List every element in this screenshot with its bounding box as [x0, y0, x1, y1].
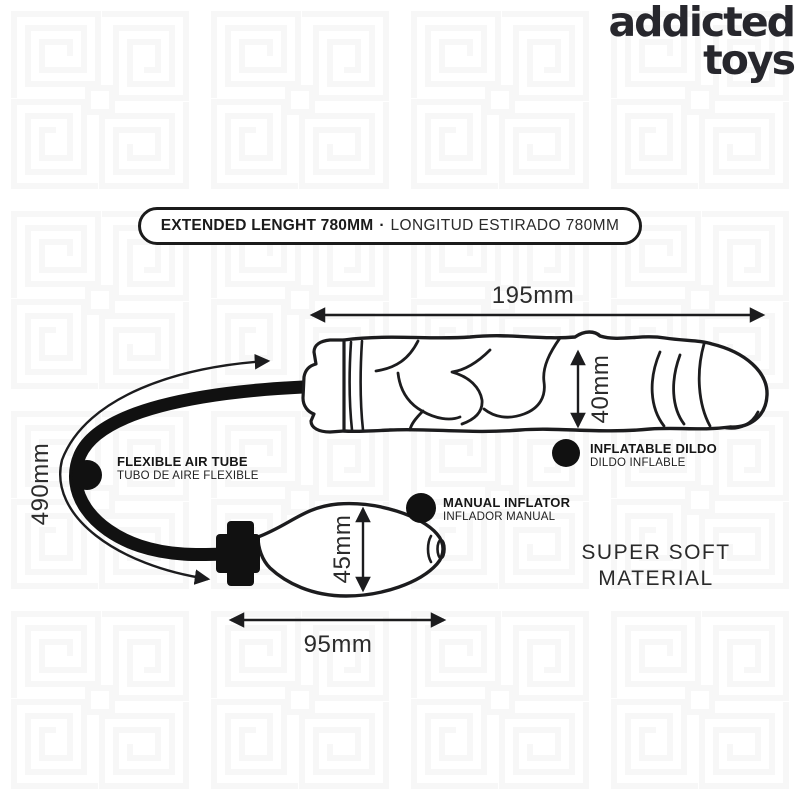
dimension-arrows	[228, 307, 766, 628]
callout-flexible-air-tube: FLEXIBLE AIR TUBE TUBO DE AIRE FLEXIBLE	[117, 454, 259, 482]
callout-flexible-air-tube-es: TUBO DE AIRE FLEXIBLE	[117, 470, 259, 482]
material-note-line2: MATERIAL	[598, 567, 714, 590]
callout-inflatable-dildo: INFLATABLE DILDO DILDO INFLABLE	[590, 441, 717, 469]
dimension-arc-490mm	[59, 353, 271, 585]
material-note-line1: SUPER SOFT	[581, 541, 731, 564]
callout-inflatable-dildo-es: DILDO INFLABLE	[590, 457, 686, 469]
dildo-illustration	[301, 330, 769, 434]
extended-length-banner: EXTENDED LENGHT 780MM · LONGITUD ESTIRAD…	[138, 207, 642, 245]
measurement-pump-diameter: 45mm	[329, 514, 356, 584]
banner-separator: ·	[379, 217, 385, 234]
inflatable-dildo-dot-icon	[552, 439, 580, 467]
tube-connector	[216, 521, 260, 586]
air-tube-illustration	[69, 380, 310, 562]
measurement-pump-length: 95mm	[303, 631, 373, 658]
brand-logo: addicted toys	[608, 0, 796, 84]
banner-bold-text: EXTENDED LENGHT 780MM	[160, 217, 374, 234]
brand-logo-line2: toys	[703, 35, 796, 84]
valve-line	[426, 534, 433, 564]
callout-inflatable-dildo-en: INFLATABLE DILDO	[590, 441, 717, 456]
measurement-dildo-diameter: 40mm	[587, 354, 614, 424]
pump-illustration	[216, 493, 446, 598]
measurement-dildo-length: 195mm	[491, 282, 575, 309]
measurement-air-tube-length: 490mm	[27, 442, 54, 526]
manual-inflator-dot-icon	[406, 493, 436, 523]
callout-manual-inflator-es: INFLADOR MANUAL	[443, 511, 556, 523]
callout-manual-inflator-en: MANUAL INFLATOR	[443, 495, 571, 510]
vein-lines	[374, 336, 760, 432]
air-tube-dot-icon	[72, 460, 102, 490]
valve-slit-icon	[436, 538, 446, 560]
callout-flexible-air-tube-en: FLEXIBLE AIR TUBE	[117, 454, 248, 469]
material-note: SUPER SOFT MATERIAL	[581, 540, 730, 592]
callout-manual-inflator: MANUAL INFLATOR INFLADOR MANUAL	[443, 495, 570, 523]
banner-light-text: LONGITUD ESTIRADO 780MM	[390, 217, 620, 234]
brand-logo-line1: addicted	[608, 0, 796, 46]
